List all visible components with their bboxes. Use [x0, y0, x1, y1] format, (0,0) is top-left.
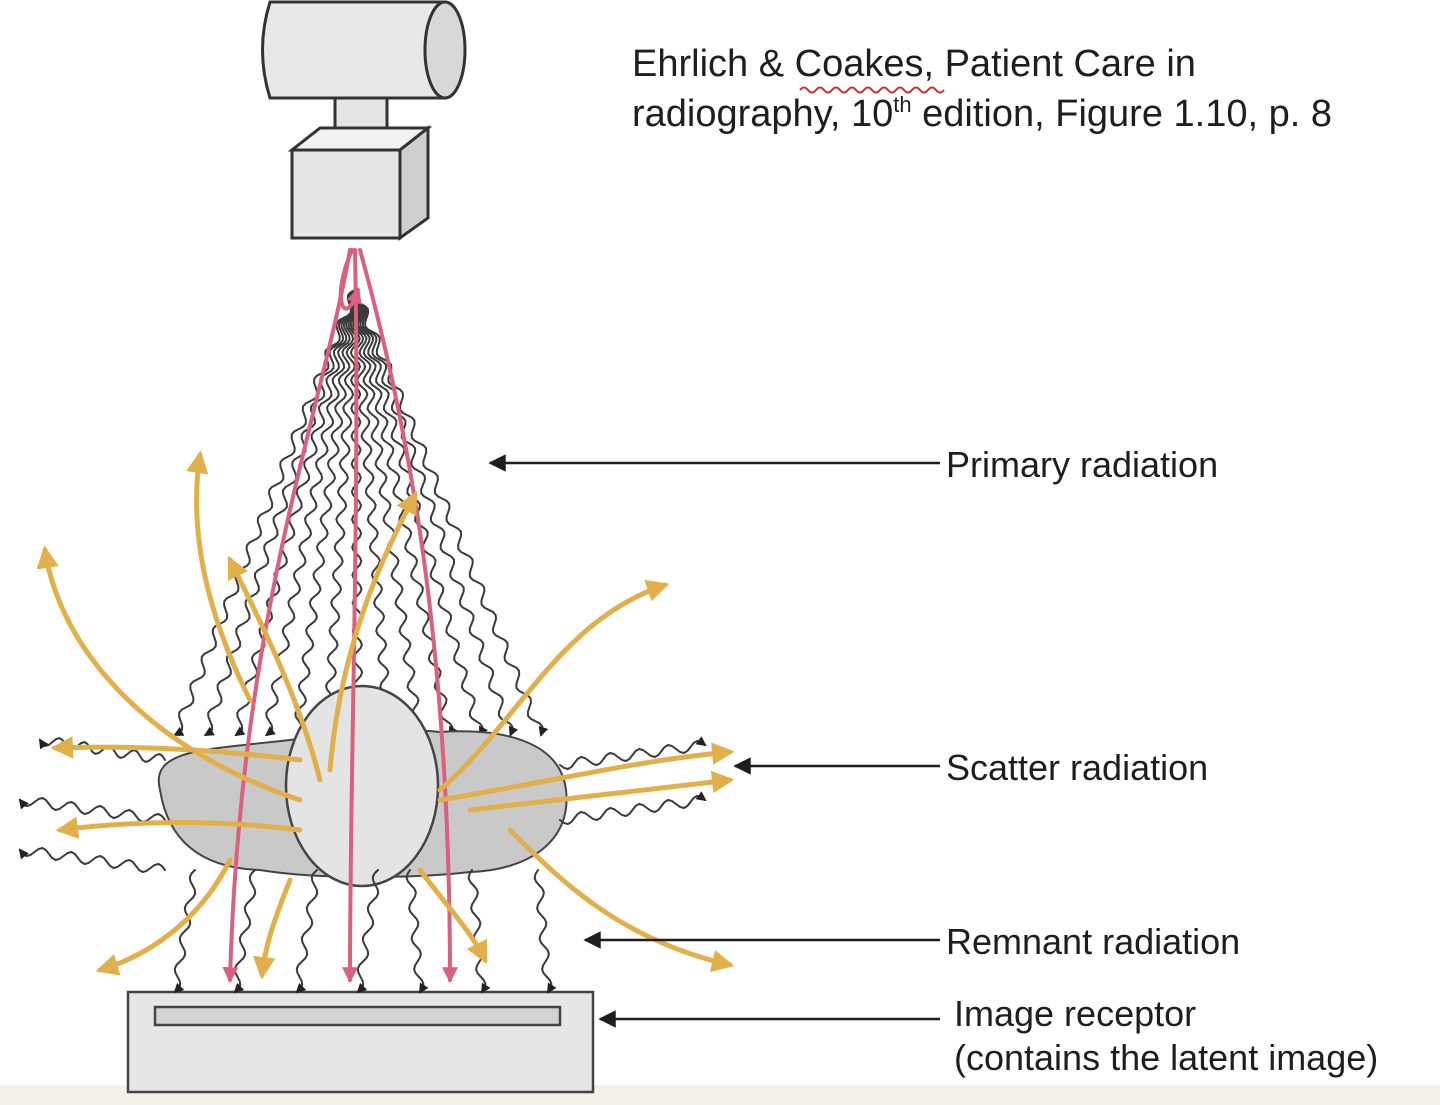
- image-receptor-icon: [126, 990, 595, 1094]
- remnant-ray: [295, 869, 319, 994]
- scatter-ray: [467, 770, 735, 813]
- primary-ray: [352, 289, 519, 737]
- remnant-pink-ray: [358, 248, 458, 984]
- remnant-pink-ray: [222, 248, 352, 984]
- scatter-wave-ray: [559, 791, 707, 826]
- scatter-ray: [507, 827, 735, 972]
- primary-ray: [234, 289, 356, 737]
- remnant-ray: [467, 869, 491, 994]
- primary-ray: [294, 289, 358, 737]
- primary-ray: [350, 289, 428, 737]
- scatter-radiation-label: Scatter radiation: [946, 747, 1208, 788]
- scatter-ray: [55, 816, 303, 839]
- image-receptor-sublabel: (contains the latent image): [954, 1037, 1378, 1078]
- citation-line-1: Ehrlich & Coakes, Patient Care in: [632, 43, 1196, 85]
- primary-ray: [323, 289, 360, 737]
- remnant-ray: [533, 869, 557, 994]
- scatter-ray: [186, 450, 253, 703]
- scatter-ray: [227, 555, 323, 783]
- pink-beam-group: [222, 248, 458, 984]
- image-receptor-label: Image receptor: [954, 993, 1196, 1034]
- scatter-ray: [252, 877, 293, 980]
- scatter-ray: [36, 545, 303, 803]
- scatter-ray: [417, 867, 488, 965]
- citation-line-2: radiography, 10th edition, Figure 1.10, …: [632, 92, 1332, 135]
- remnant-pink-ray: [338, 248, 362, 311]
- remnant-ray: [173, 869, 197, 994]
- primary-ray: [203, 289, 356, 737]
- scatter-wave-ray: [559, 736, 707, 771]
- scatter-ray: [95, 857, 233, 976]
- scatter-ray: [437, 742, 735, 803]
- x-ray-tube-icon: [261, 0, 467, 241]
- remnant-ray: [405, 869, 429, 994]
- citation-author-underlined: Coakes: [795, 43, 924, 85]
- primary-beam-group: [173, 289, 549, 737]
- remnant-ray: [356, 869, 380, 994]
- remnant-pink-ray: [342, 248, 359, 984]
- primary-radiation-label: Primary radiation: [946, 444, 1218, 485]
- scatter-wave-ray: [18, 796, 166, 824]
- primary-ray: [349, 289, 398, 737]
- scatter-beam-group: [36, 450, 735, 980]
- scatter-wave-ray: [18, 846, 166, 874]
- spellcheck-underline: [799, 86, 945, 94]
- remnant-radiation-label: Remnant radiation: [946, 921, 1240, 962]
- scatter-ray: [50, 736, 303, 763]
- primary-ray: [173, 289, 356, 736]
- scatter-ray: [437, 580, 670, 793]
- scatter-ray: [327, 491, 418, 773]
